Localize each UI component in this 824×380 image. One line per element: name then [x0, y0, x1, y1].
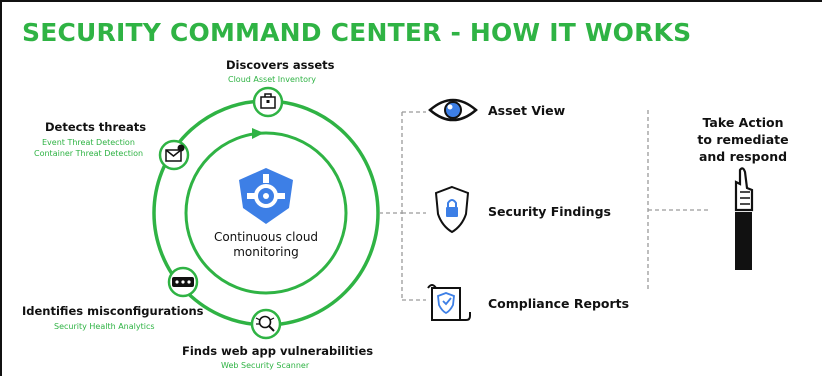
shield-hexagon-icon: [239, 168, 293, 224]
cycle-arrow-icon: [252, 128, 264, 139]
node-title-webapp: Finds web app vulnerabilities: [182, 344, 374, 358]
diagram-title: SECURITY COMMAND CENTER - HOW IT WORKS: [22, 18, 692, 47]
action-line1: Take Action: [702, 115, 784, 130]
node-sub-detects-2: Container Threat Detection: [34, 149, 144, 158]
node-sub-misconfig: Security Health Analytics: [54, 322, 155, 331]
node-title-misconfig: Identifies misconfigurations: [22, 304, 204, 318]
output-label-security-findings: Security Findings: [488, 204, 611, 219]
bug-magnifier-icon: [255, 315, 275, 332]
envelope-warning-icon: [165, 144, 185, 162]
output-label-asset-view: Asset View: [488, 103, 566, 118]
node-title-detects: Detects threats: [45, 120, 147, 134]
node-sub-discovers: Cloud Asset Inventory: [228, 75, 317, 84]
password-dots-icon: [172, 277, 194, 287]
output-label-compliance-reports: Compliance Reports: [488, 296, 630, 311]
inner-cycle-ring: [184, 131, 348, 295]
action-line2: to remediate: [697, 132, 789, 147]
action-line3: and respond: [698, 149, 788, 164]
shield-lock-icon: [434, 185, 470, 234]
node-sub-detects-1: Event Threat Detection: [42, 138, 135, 147]
node-sub-webapp: Web Security Scanner: [221, 361, 310, 370]
center-label-line2: monitoring: [233, 245, 299, 259]
action-label: Take Action to remediate and respond: [688, 114, 798, 165]
center-label: Continuous cloud monitoring: [196, 230, 336, 260]
scroll-shield-icon: [427, 284, 471, 321]
dashed-connectors: [379, 110, 710, 301]
node-title-discovers: Discovers assets: [226, 58, 335, 72]
eye-icon: [428, 98, 478, 122]
raised-finger-hand-icon: [734, 167, 754, 270]
briefcase-icon: [260, 93, 276, 109]
center-label-line1: Continuous cloud: [213, 230, 319, 244]
